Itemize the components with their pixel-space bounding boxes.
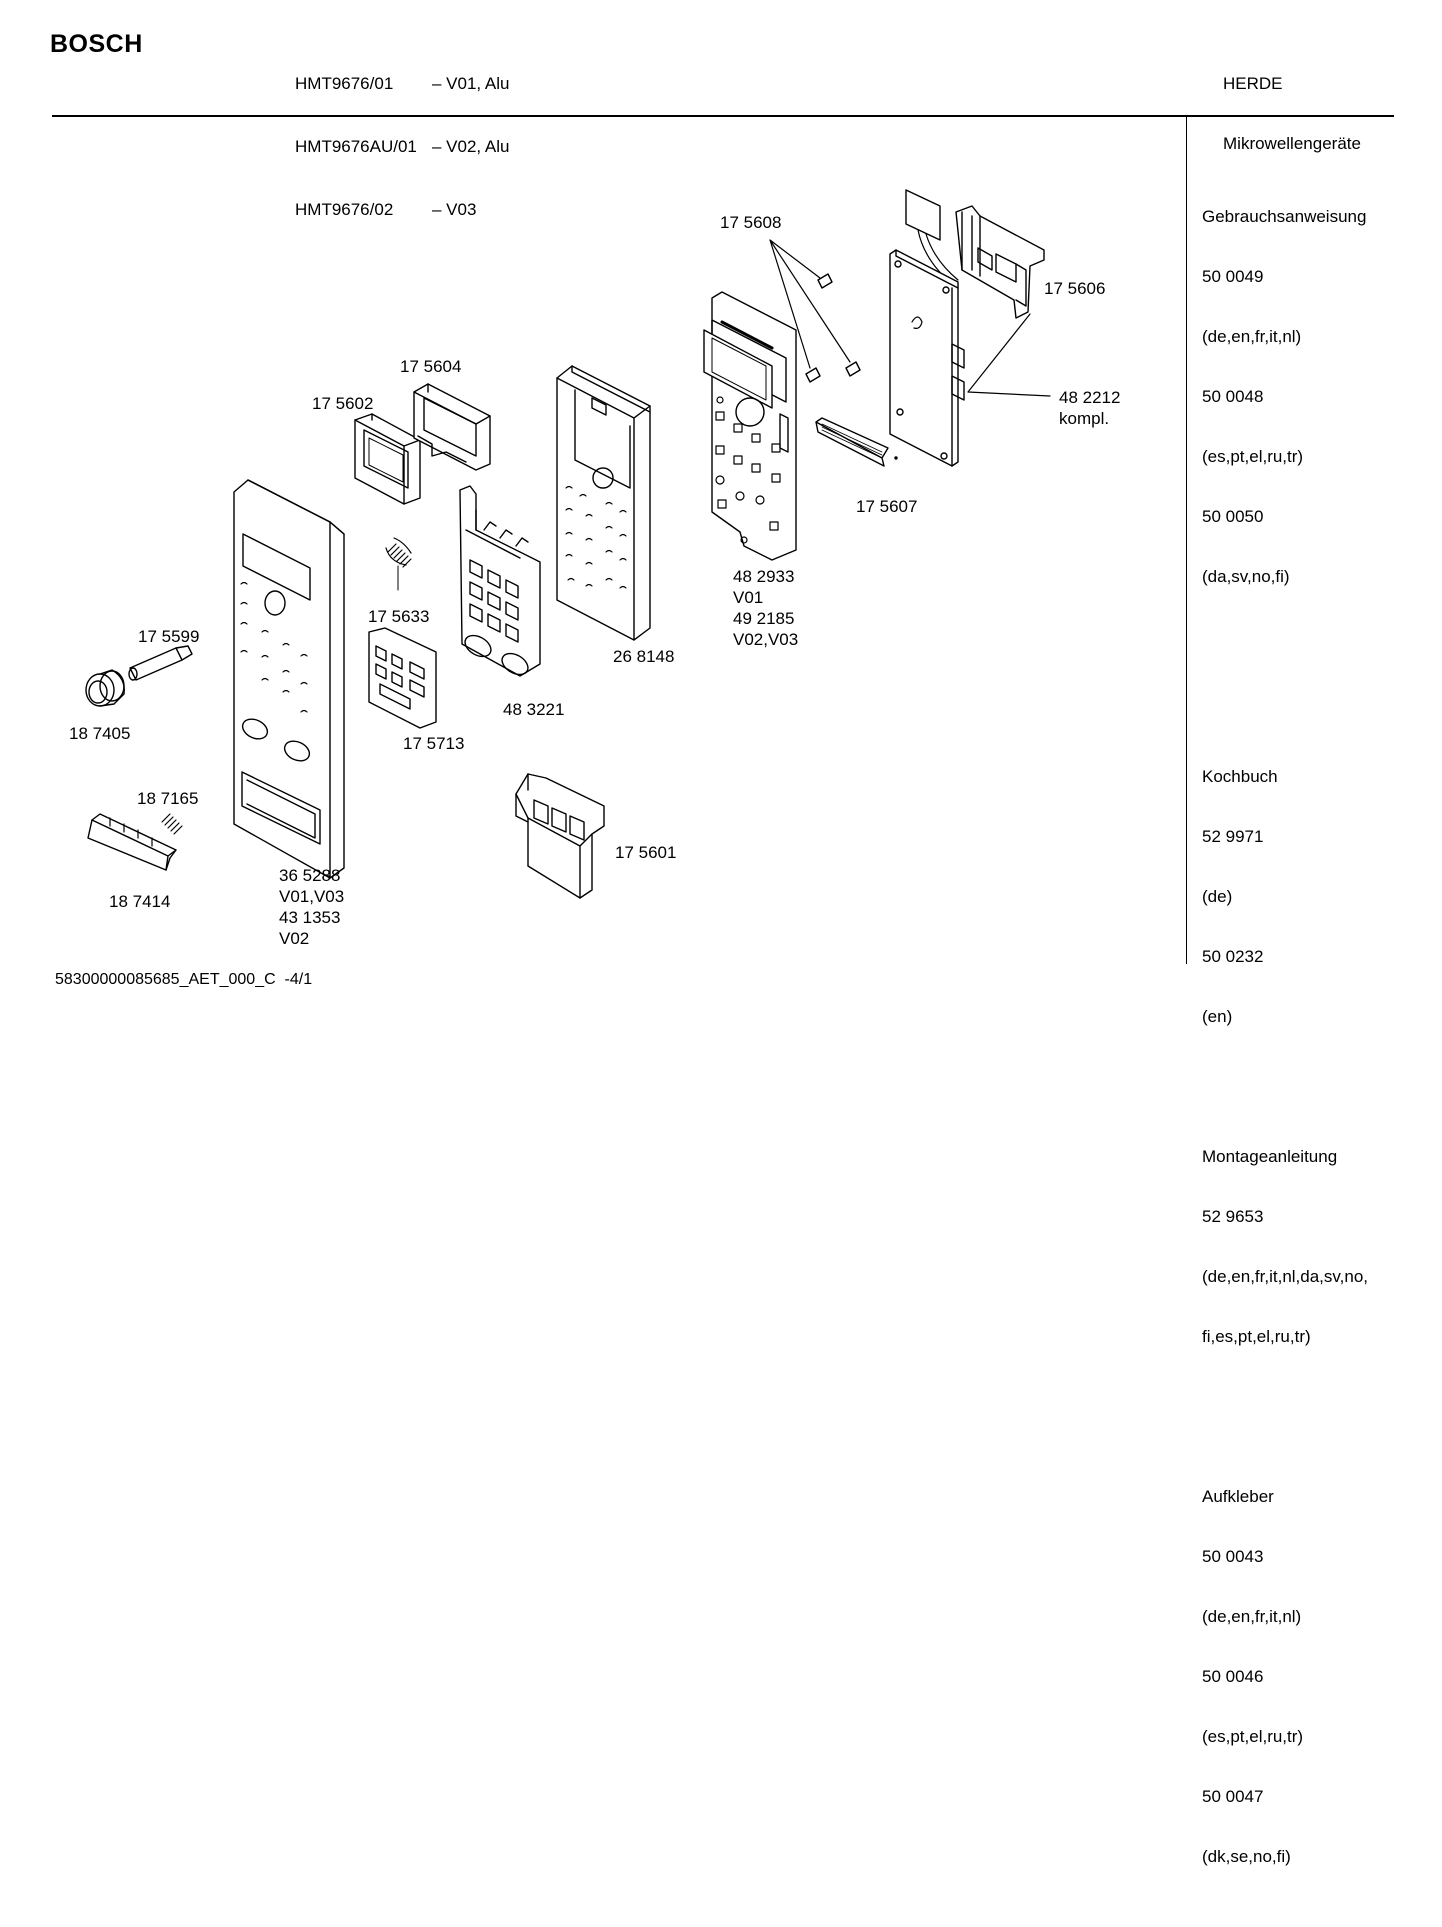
button-carrier-part xyxy=(460,486,540,679)
doc-line: (da,sv,no,fi) xyxy=(1202,567,1290,586)
model-number: HMT9676AU/01 xyxy=(295,137,417,156)
model-list: HMT9676/01 – V01, Alu HMT9676AU/01 – V02, … xyxy=(295,31,510,241)
model-row: HMT9676/01 – V01, Alu xyxy=(295,73,510,94)
frame-part xyxy=(414,384,490,470)
part-label-483221: 48 3221 xyxy=(503,700,565,719)
doc-line: 50 0048 xyxy=(1202,387,1264,406)
doc-line: (de) xyxy=(1202,887,1233,906)
latch-part xyxy=(516,774,604,898)
model-variant: – V03 xyxy=(432,200,477,219)
doc-line: 50 0046 xyxy=(1202,1667,1264,1686)
part-label-175608: 17 5608 xyxy=(720,213,782,232)
front-panel xyxy=(234,480,344,878)
model-number: HMT9676/02 xyxy=(295,200,394,219)
category-main: HERDE xyxy=(1223,74,1283,93)
part-label-482212: 48 2212 kompl. xyxy=(1059,388,1121,428)
doc-line: fi,es,pt,el,ru,tr) xyxy=(1202,1327,1311,1346)
doc-title: Aufkleber xyxy=(1202,1487,1274,1506)
part-label-187405: 18 7405 xyxy=(69,724,131,743)
model-number: HMT9676/01 xyxy=(295,74,394,93)
part-label-175713: 17 5713 xyxy=(403,734,465,753)
pin-parts xyxy=(770,240,860,382)
shaft-part xyxy=(129,646,192,680)
part-label-268148: 26 8148 xyxy=(613,647,675,666)
doc-group-aufkleber: Aufkleber 50 0043 (de,en,fr,it,nl) 50 00… xyxy=(1202,1447,1368,1907)
spring-part xyxy=(386,538,411,590)
doc-line: (de,en,fr,it,nl,da,sv,no, xyxy=(1202,1267,1368,1286)
doc-line: (es,pt,el,ru,tr) xyxy=(1202,447,1304,466)
doc-line: (dk,se,no,fi) xyxy=(1202,1847,1291,1866)
doc-title: Kochbuch xyxy=(1202,767,1278,786)
doc-title: Gebrauchsanweisung xyxy=(1202,207,1367,226)
display-pcb-part xyxy=(704,292,796,560)
knob-part xyxy=(86,670,124,706)
part-label-175602: 17 5602 xyxy=(312,394,374,413)
part-label-175601: 17 5601 xyxy=(615,843,677,862)
part-label-175604: 17 5604 xyxy=(400,357,462,376)
doc-line: 50 0049 xyxy=(1202,267,1264,286)
doc-line: 52 9971 xyxy=(1202,827,1264,846)
small-spring-part xyxy=(162,814,182,834)
part-label-175599: 17 5599 xyxy=(138,627,200,646)
exploded-diagram xyxy=(0,0,1442,1019)
part-label-187165: 18 7165 xyxy=(137,789,199,808)
model-variant: – V01, Alu xyxy=(432,74,510,93)
window-part xyxy=(355,414,420,504)
model-row: HMT9676/02 – V03 xyxy=(295,199,510,220)
ribbon-cable-part xyxy=(816,418,897,466)
doc-line: 52 9653 xyxy=(1202,1207,1264,1226)
brand-logo: BOSCH xyxy=(50,30,143,58)
model-row: HMT9676AU/01 – V02, Alu xyxy=(295,136,510,157)
bracket-part xyxy=(956,206,1044,318)
category: HERDE Mikrowellengeräte xyxy=(1223,34,1361,174)
part-label-175633: 17 5633 xyxy=(368,607,430,626)
push-button-part xyxy=(88,814,176,870)
doc-line: (de,en,fr,it,nl) xyxy=(1202,1607,1302,1626)
doc-group-montageanleitung: Montageanleitung 52 9653 (de,en,fr,it,nl… xyxy=(1202,1107,1368,1387)
part-label-175607: 17 5607 xyxy=(856,497,918,516)
part-label-175606: 17 5606 xyxy=(1044,279,1106,298)
doc-line: (de,en,fr,it,nl) xyxy=(1202,327,1302,346)
document-code: 58300000085685_AET_000_C -4/1 xyxy=(55,971,313,988)
category-sub: Mikrowellengeräte xyxy=(1223,134,1361,153)
cover-part xyxy=(557,366,650,640)
doc-line: 50 0047 xyxy=(1202,1787,1264,1806)
doc-line: 50 0232 xyxy=(1202,947,1264,966)
part-label-482933: 48 2933 V01 49 2185 V02,V03 xyxy=(733,567,799,649)
part-label-365288: 36 5288 V01,V03 43 1353 V02 xyxy=(279,866,345,948)
part-label-187414: 18 7414 xyxy=(109,892,171,911)
header-divider xyxy=(52,115,1394,117)
sidebar-divider xyxy=(1186,117,1187,964)
doc-title: Montageanleitung xyxy=(1202,1147,1338,1166)
doc-line: 50 0050 xyxy=(1202,507,1264,526)
doc-line: (es,pt,el,ru,tr) xyxy=(1202,1727,1304,1746)
doc-line: 50 0043 xyxy=(1202,1547,1264,1566)
keymat-part xyxy=(369,628,436,728)
doc-group-gebrauchsanweisung: Gebrauchsanweisung 50 0049 (de,en,fr,it,… xyxy=(1202,167,1368,627)
model-variant: – V02, Alu xyxy=(432,137,510,156)
main-board-part xyxy=(890,190,1050,466)
